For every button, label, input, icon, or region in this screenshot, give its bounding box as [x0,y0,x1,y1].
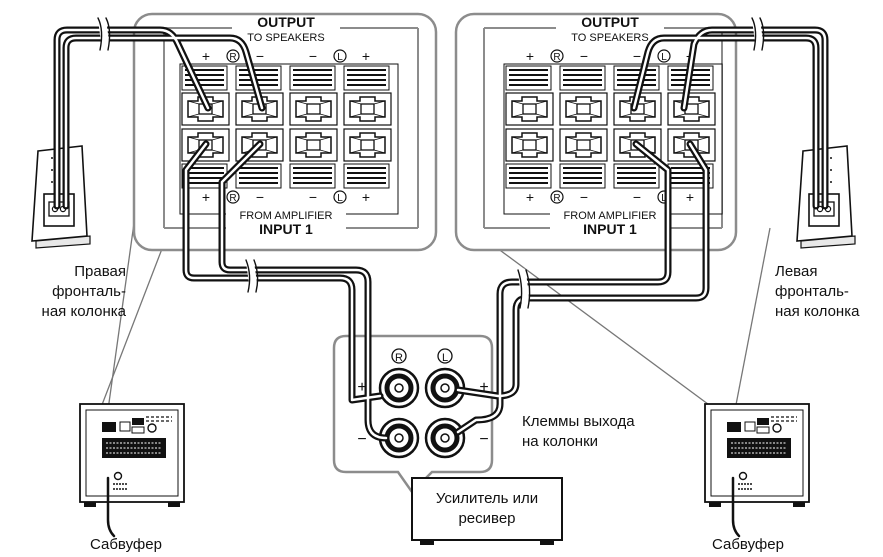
amp-post-right-plus [380,369,418,407]
amp-plus-left: + [357,379,366,396]
left-output-subtitle: TO SPEAKERS [247,32,324,44]
left-top-minus-2: − [309,48,317,64]
terminals-label-line2: на колонки [522,433,599,450]
amplifier-label-line1: Усилитель или [435,490,539,507]
terminals-label: Клеммы выхода на колонки [522,412,635,452]
right-output-title: OUTPUT [581,14,639,30]
subwoofer-right [704,403,810,508]
left-panel-labels: OUTPUT TO SPEAKERS + R − − L + + R − − L… [202,14,370,238]
left-bottom-minus-2: − [309,189,317,205]
left-bottom-mark-l: L [337,193,343,204]
amp-minus-right: − [479,431,488,448]
right-bottom-plus-2: + [686,189,694,205]
right-bottom-mark-l: L [661,193,667,204]
left-input-title: INPUT 1 [259,221,313,237]
amp-post-left-minus [426,419,464,457]
right-top-minus-2: − [633,48,641,64]
right-top-plus-1: + [526,48,534,64]
amplifier-label: Усилитель или ресивер [412,489,562,529]
left-top-plus-2: + [362,48,370,64]
right-bottom-plus-1: + [526,189,534,205]
subwoofer-right-label: Сабвуфер [712,535,784,555]
right-bottom-mark-r: R [553,193,560,204]
right-top-minus-1: − [580,48,588,64]
left-top-plus-1: + [202,48,210,64]
right-panel-labels: OUTPUT TO SPEAKERS + R − − L + + R − − L… [526,14,694,238]
right-bottom-minus-2: − [633,189,641,205]
left-top-minus-1: − [256,48,264,64]
amp-mark-l: L [442,352,448,364]
left-speaker-label-line2: фронталь- [775,283,849,300]
right-output-subtitle: TO SPEAKERS [571,32,648,44]
subwoofer-left-label-text: Сабвуфер [90,536,162,553]
right-speaker-label-line2: фронталь- [52,283,126,300]
left-bottom-mark-r: R [229,193,236,204]
right-speaker-label-line1: Правая [74,263,126,280]
right-speaker-label: Правая фронталь- ная колонка [18,262,126,322]
speaker-cables [53,16,829,538]
left-top-mark-l: L [337,52,343,63]
terminals-label-line1: Клеммы выхода [522,413,635,430]
left-input-subtitle: FROM AMPLIFIER [240,210,333,222]
left-panel [132,12,438,252]
left-output-title: OUTPUT [257,14,315,30]
left-top-mark-r: R [229,52,236,63]
right-input-title: INPUT 1 [583,221,637,237]
subwoofer-left-label: Сабвуфер [90,535,162,555]
left-speaker-label-line1: Левая [775,263,818,280]
left-speaker-label: Левая фронталь- ная колонка [775,262,859,322]
right-speaker-label-line3: ная колонка [41,303,126,320]
amplifier-box [411,477,563,545]
amp-mark-r: R [395,352,403,364]
left-bottom-minus-1: − [256,189,264,205]
left-bottom-plus-2: + [362,189,370,205]
left-bottom-plus-1: + [202,189,210,205]
left-speaker-label-line3: ная колонка [775,303,860,320]
right-front-speaker [31,145,91,249]
amp-minus-left: − [357,431,366,448]
right-bottom-minus-1: − [580,189,588,205]
amplifier-label-line2: ресивер [458,510,516,527]
right-input-subtitle: FROM AMPLIFIER [564,210,657,222]
subwoofer-right-label-text: Сабвуфер [712,536,784,553]
subwoofer-left [79,403,185,508]
right-top-mark-l: L [661,52,667,63]
amp-plus-right: + [479,379,488,396]
amp-terminal-callout: R L + + − − [332,334,494,494]
right-top-mark-r: R [553,52,560,63]
